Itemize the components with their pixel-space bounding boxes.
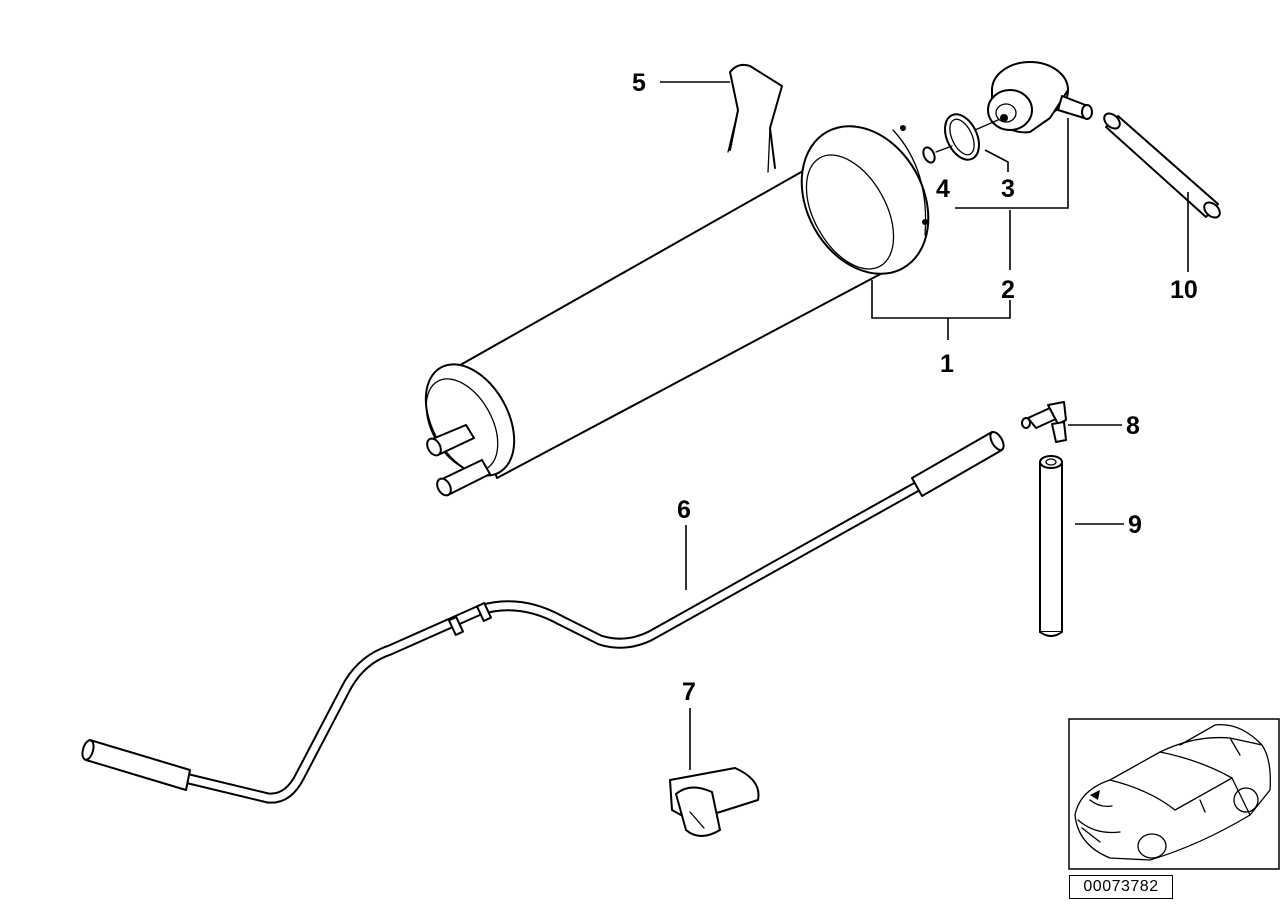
callout-2: 2 bbox=[1001, 276, 1015, 304]
callout-7: 7 bbox=[682, 678, 696, 706]
hose-9[interactable] bbox=[1039, 455, 1063, 637]
fuel-line[interactable] bbox=[80, 430, 1006, 804]
callout-5: 5 bbox=[632, 69, 646, 97]
seal-ring[interactable] bbox=[921, 119, 999, 164]
elbow-connector[interactable] bbox=[1021, 401, 1067, 443]
callout-10: 10 bbox=[1170, 276, 1198, 304]
callout-6: 6 bbox=[677, 496, 691, 524]
leader-lines bbox=[660, 81, 1189, 770]
spring-clip[interactable] bbox=[727, 63, 783, 173]
line-clip[interactable] bbox=[669, 767, 760, 837]
callout-3: 3 bbox=[1001, 175, 1015, 203]
hose-10[interactable] bbox=[1101, 111, 1222, 221]
callout-4: 4 bbox=[936, 175, 950, 203]
car-outline-icon bbox=[1074, 724, 1271, 861]
o-ring[interactable] bbox=[938, 109, 985, 165]
callout-8: 8 bbox=[1126, 412, 1140, 440]
pressure-regulator[interactable] bbox=[987, 61, 1093, 134]
fuel-filter[interactable] bbox=[408, 104, 954, 498]
callout-1: 1 bbox=[940, 350, 954, 378]
vehicle-inset bbox=[1068, 718, 1280, 870]
diagram-reference-number: 00073782 bbox=[1069, 875, 1173, 899]
callout-9: 9 bbox=[1128, 511, 1142, 539]
